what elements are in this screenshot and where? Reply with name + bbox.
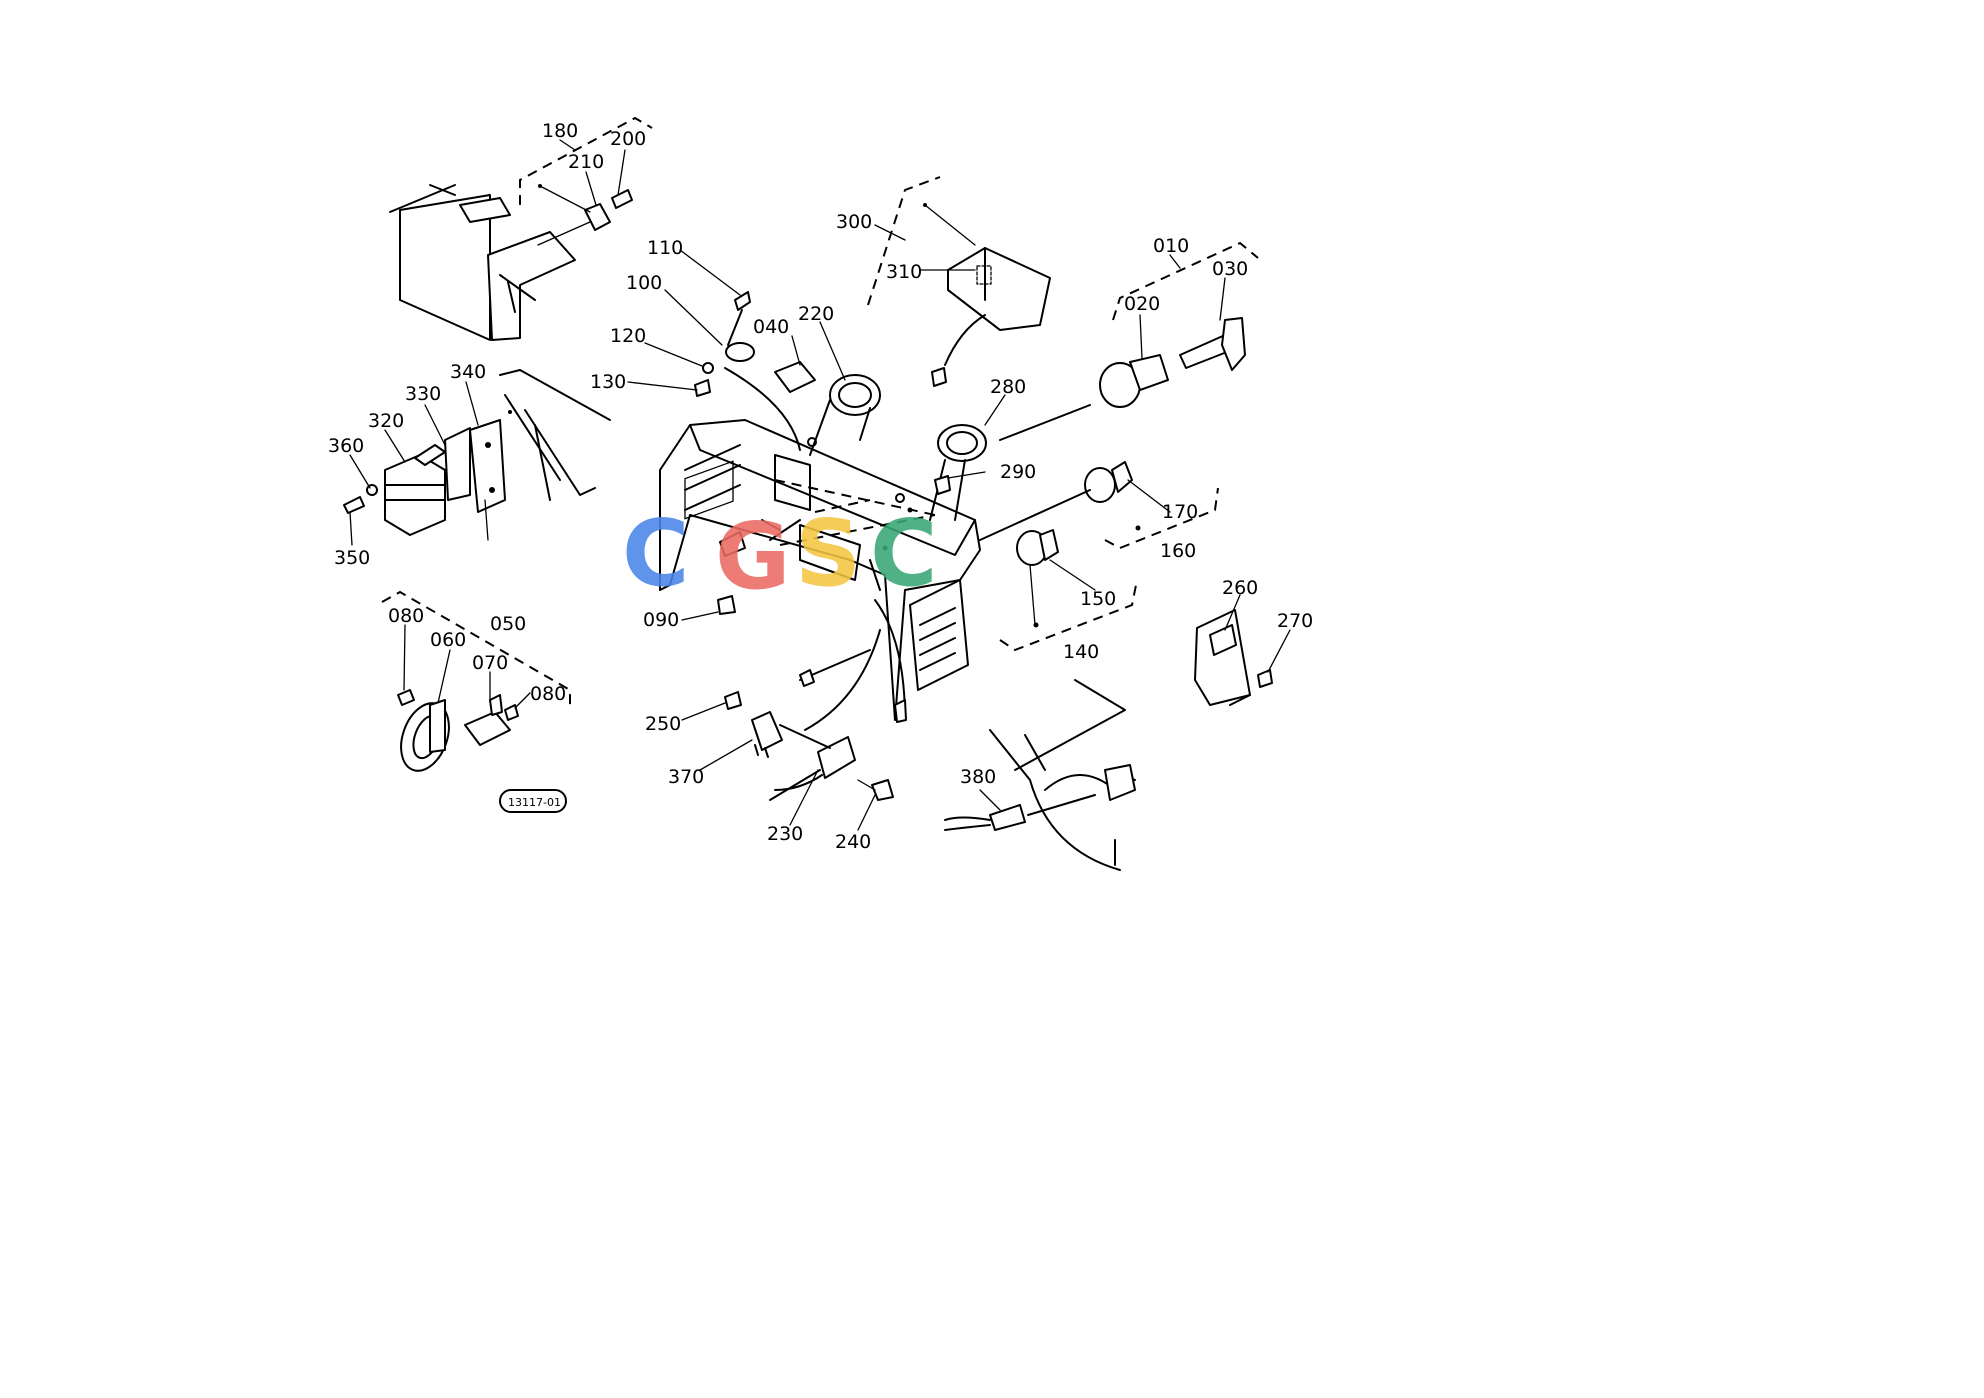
label-280: 280	[990, 376, 1026, 398]
label-130: 130	[590, 371, 626, 393]
label-380: 380	[960, 766, 996, 788]
horn-group	[381, 590, 571, 813]
label-250: 250	[645, 713, 681, 735]
switch-lamp-group	[979, 241, 1259, 652]
label-070: 070	[472, 652, 508, 674]
dash-panel	[659, 419, 981, 731]
label-240: 240	[835, 831, 871, 853]
label-120: 120	[610, 325, 646, 347]
label-110: 110	[647, 237, 683, 259]
label-270: 270	[1277, 610, 1313, 632]
label-040: 040	[753, 316, 789, 338]
watermark-letter-1: C	[622, 500, 690, 607]
label-290: 290	[1000, 461, 1036, 483]
label-200: 200	[610, 128, 646, 150]
plate-group	[1194, 609, 1273, 706]
label-090: 090	[643, 609, 679, 631]
label-340: 340	[450, 361, 486, 383]
label-100: 100	[626, 272, 662, 294]
label-260: 260	[1222, 577, 1258, 599]
leader-lines	[349, 139, 1291, 831]
label-030: 030	[1212, 258, 1248, 280]
label-060: 060	[430, 629, 466, 651]
label-300: 300	[836, 211, 872, 233]
label-370: 370	[668, 766, 704, 788]
label-050: 050	[490, 613, 526, 635]
parts-diagram: 180 210 200 110 100 120 130 040 220 300 …	[328, 116, 1313, 871]
label-320: 320	[368, 410, 404, 432]
gauges-group	[694, 176, 1051, 521]
bracket-assembly	[389, 116, 653, 341]
part-labels: 180 210 200 110 100 120 130 040 220 300 …	[328, 120, 1313, 853]
relay-group	[724, 691, 894, 801]
label-350: 350	[334, 547, 370, 569]
watermark: C G S C	[622, 500, 938, 610]
label-080-right: 080	[530, 683, 566, 705]
label-020: 020	[1124, 293, 1160, 315]
label-170: 170	[1162, 501, 1198, 523]
label-140: 140	[1063, 641, 1099, 663]
label-230: 230	[767, 823, 803, 845]
label-180: 180	[542, 120, 578, 142]
label-150: 150	[1080, 588, 1116, 610]
label-330: 330	[405, 383, 441, 405]
watermark-letter-4: C	[870, 500, 938, 607]
label-010: 010	[1153, 235, 1189, 257]
label-360: 360	[328, 435, 364, 457]
label-160: 160	[1160, 540, 1196, 562]
drawing-code: 13117-01	[508, 796, 561, 809]
label-220: 220	[798, 303, 834, 325]
watermark-letter-3: S	[795, 500, 861, 607]
sensor-group	[944, 679, 1136, 871]
label-080: 080	[388, 605, 424, 627]
label-310: 310	[886, 261, 922, 283]
regulator-group	[343, 369, 611, 541]
label-210: 210	[568, 151, 604, 173]
watermark-letter-2: G	[715, 503, 791, 610]
